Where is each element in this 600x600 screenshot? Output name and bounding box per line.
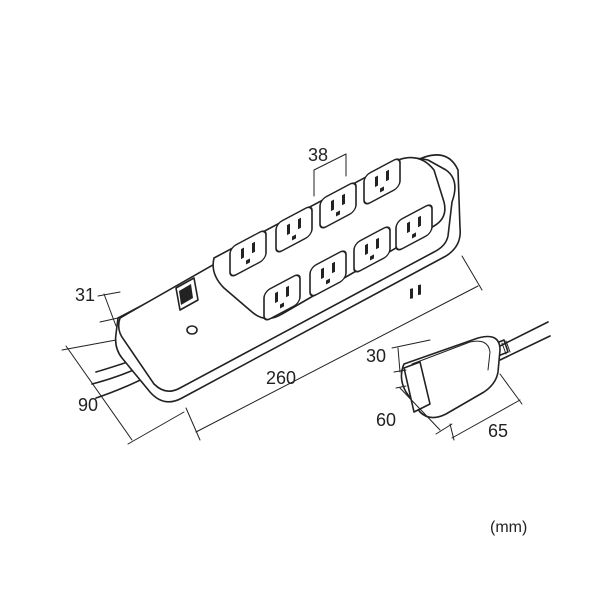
dimension-lines-plug xyxy=(391,339,523,441)
outlet xyxy=(275,206,313,253)
outlet xyxy=(363,158,401,205)
indicator-lamp xyxy=(186,325,198,335)
unit-label: (mm) xyxy=(490,519,528,536)
dimension-label-outlet-pitch: 38 xyxy=(308,145,329,165)
outlet xyxy=(309,250,347,297)
outlet xyxy=(319,182,357,229)
dimension-label-width: 90 xyxy=(78,395,99,415)
extension-plug xyxy=(400,284,551,419)
outlet xyxy=(395,204,433,251)
power-switch xyxy=(175,277,199,311)
dimension-lines-strip xyxy=(61,153,483,445)
outlet xyxy=(263,274,301,321)
power-strip-body xyxy=(114,154,462,403)
dimension-label-plug-width: 60 xyxy=(376,410,397,430)
dimension-label-length: 260 xyxy=(266,368,297,388)
dimension-label-plug-length: 65 xyxy=(488,421,509,441)
dimension-label-plug-height: 30 xyxy=(366,346,387,366)
outlet xyxy=(229,230,267,277)
outlet-group xyxy=(229,158,433,321)
dimension-label-height: 31 xyxy=(75,285,96,305)
outlet xyxy=(353,226,391,273)
